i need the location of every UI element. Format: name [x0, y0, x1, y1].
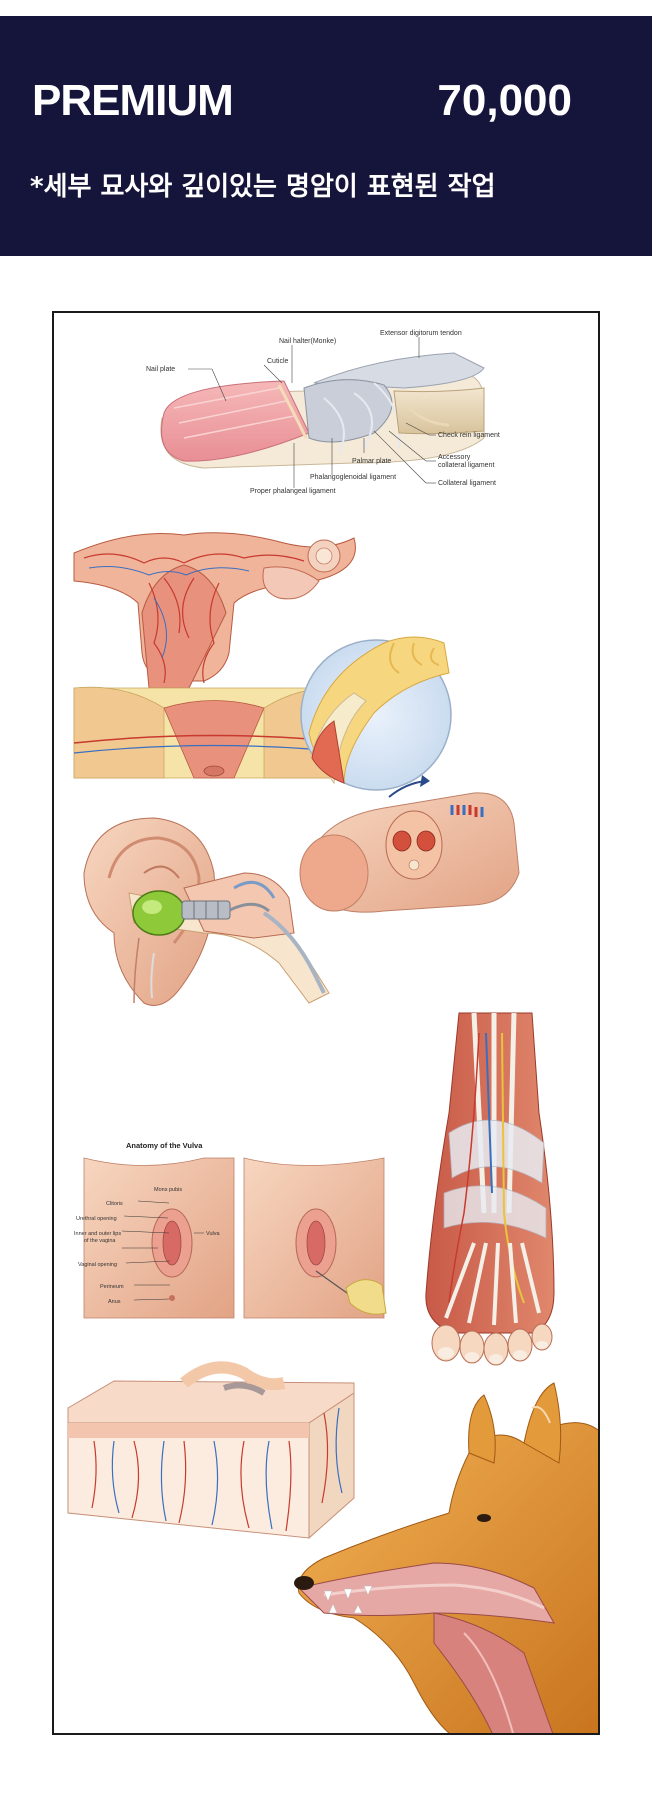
label-urethral: Urethral opening [76, 1216, 117, 1222]
label-vulva: Vulva [206, 1231, 220, 1237]
tier-title: PREMIUM [32, 76, 234, 125]
label-check-rein: Check rein ligament [438, 432, 500, 439]
foot-anatomy-illustration [425, 1012, 555, 1366]
label-accessory: Accessory [438, 454, 471, 461]
label-phalango: Phalangoglenoidal ligament [310, 474, 396, 481]
label-cuticle: Cuticle [267, 358, 289, 365]
label-perineum: Perineum [100, 1284, 124, 1290]
label-palmar: Palmar plate [352, 458, 391, 465]
label-lips: Inner and outer lips [74, 1231, 121, 1237]
illustration-collage: Nail plate Cuticle Nail halter(Monke) Ex… [67, 330, 598, 1733]
label-clitoris: Clitoris [106, 1201, 123, 1207]
label-nail-halter: Nail halter(Monke) [279, 338, 336, 345]
label-vaginal: Vaginal opening [78, 1262, 117, 1268]
label-accessory-2: collateral ligament [438, 462, 494, 469]
skin-layers-illustration [67, 1361, 355, 1540]
dog-oral-anatomy-illustration [294, 1382, 598, 1733]
tier-description: *세부 묘사와 깊이있는 명암이 표현된 작업 [30, 172, 496, 202]
finger-ligament-illustration: Nail plate Cuticle Nail halter(Monke) Ex… [146, 330, 500, 495]
label-nail-plate: Nail plate [146, 366, 175, 373]
label-lips-2: of the vagina [84, 1238, 116, 1244]
portfolio-frame: Nail plate Cuticle Nail halter(Monke) Ex… [52, 311, 600, 1735]
vulva-title: Anatomy of the Vulva [126, 1141, 203, 1150]
ear-implant-illustration [83, 817, 330, 1006]
magnified-tissue-illustration [299, 636, 520, 913]
price-banner: PREMIUM 70,000 *세부 묘사와 깊이있는 명암이 표현된 작업 [0, 16, 652, 256]
tier-price: 70,000 [437, 76, 572, 125]
label-anus: Anus [108, 1299, 121, 1305]
label-proper: Proper phalangeal ligament [250, 488, 336, 495]
vulva-anatomy-illustration: Anatomy of the Vulva Mons pubis Clitoris… [74, 1141, 387, 1319]
label-collateral: Collateral ligament [438, 480, 496, 487]
label-mons: Mons pubis [154, 1187, 182, 1193]
label-extensor: Extensor digitorum tendon [380, 330, 462, 337]
